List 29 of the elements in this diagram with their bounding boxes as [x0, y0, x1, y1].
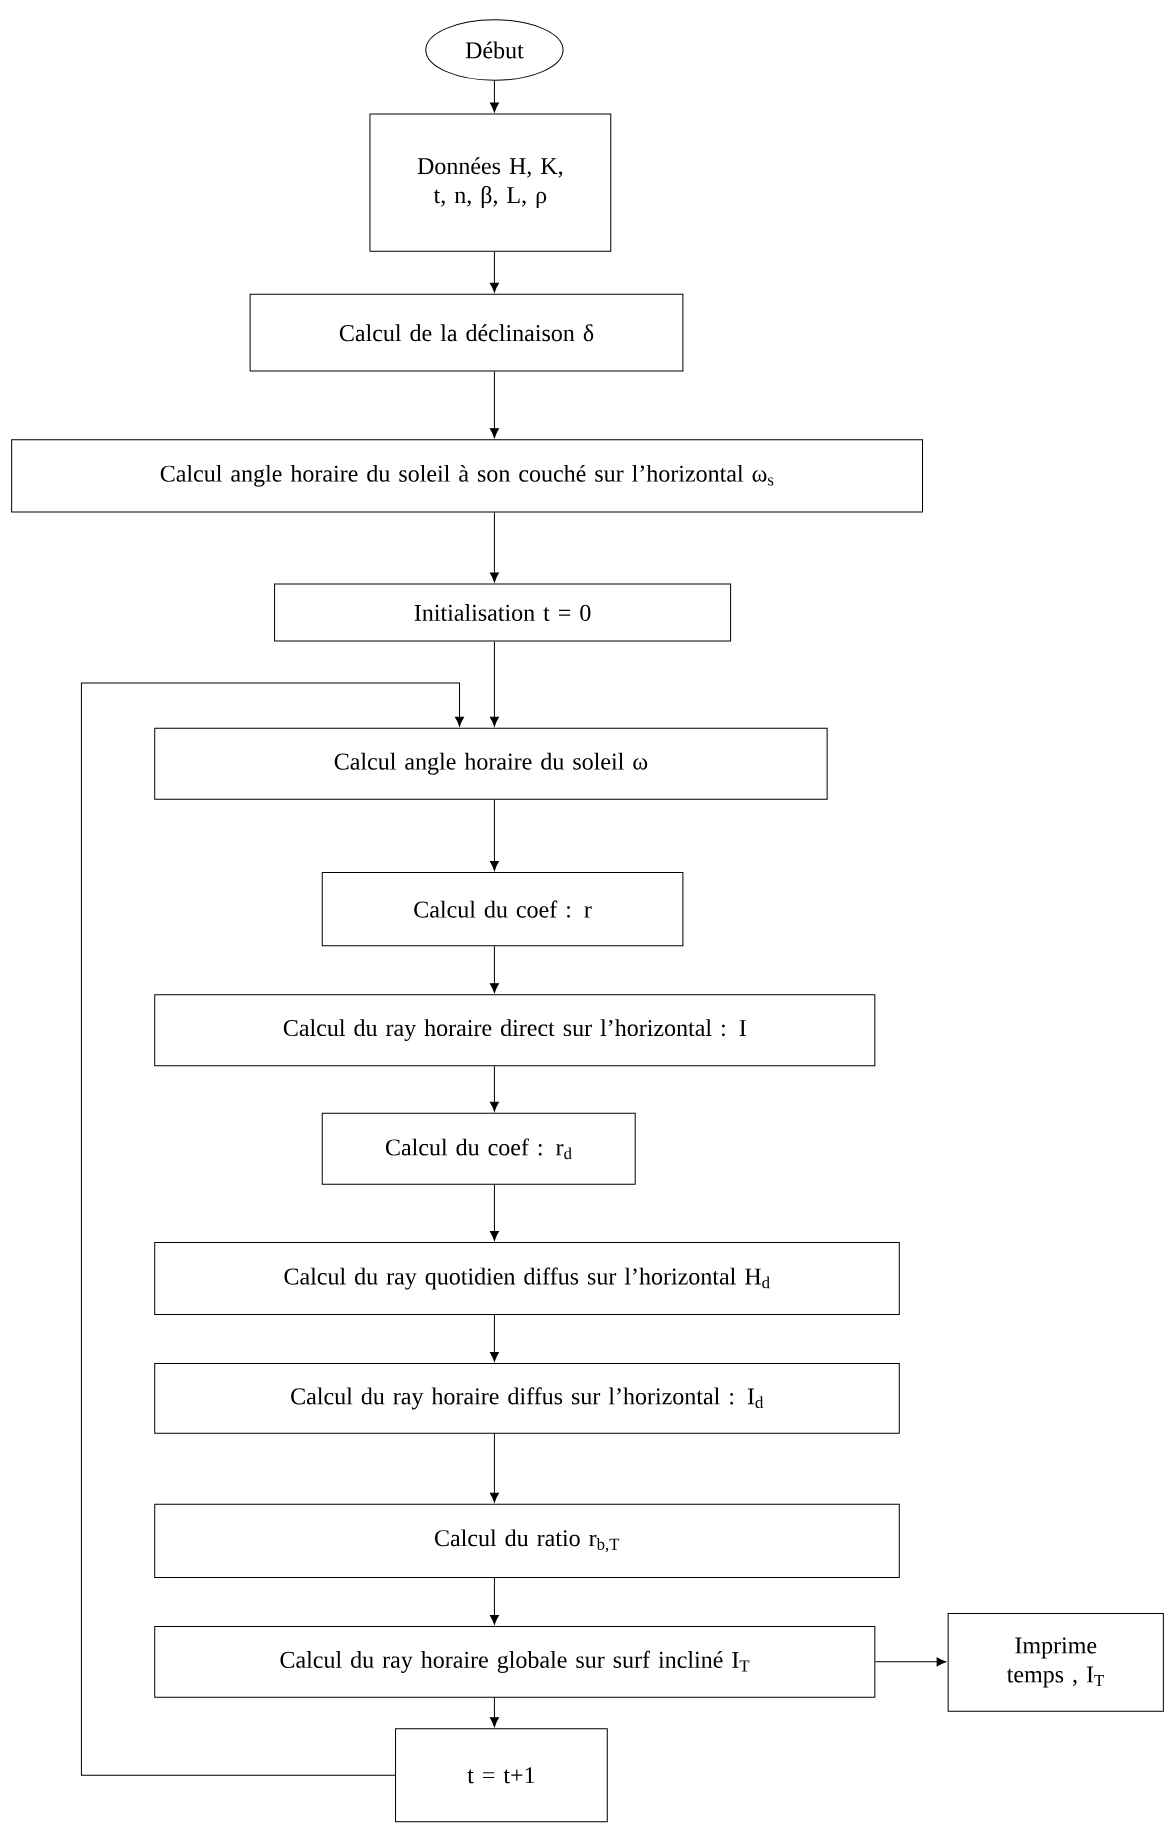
arrow: [489, 1314, 499, 1362]
process-box: Calcul de la déclinaison δ: [249, 293, 684, 372]
arrow: [489, 1184, 499, 1241]
arrow: [489, 945, 499, 993]
arrow: [489, 80, 499, 113]
process-box: Initialisation t = 0: [274, 583, 732, 642]
arrow: [489, 641, 499, 727]
arrow: [80, 682, 465, 1776]
arrow: [489, 371, 499, 439]
process-box: Calcul du ray quotidien diffus sur l’horizontal H$_{d}$: [154, 1241, 900, 1316]
arrow: [489, 1065, 499, 1112]
arrow: [489, 799, 499, 871]
process-box: Calcul du ray horaire direct sur l’horizontal : I: [154, 994, 876, 1067]
process-box: Imprime temps , I$_{T}$: [947, 1613, 1164, 1712]
process-box: Calcul du ratio r$_{b,T}$: [154, 1503, 900, 1578]
process-box: Calcul du coef : r$_{d}$: [321, 1112, 636, 1185]
process-box: Calcul du ray horaire globale sur surf incliné I$_{T}$: [154, 1625, 876, 1698]
process-box: Calcul angle horaire du soleil ω: [154, 727, 828, 800]
arrow: [489, 1433, 499, 1503]
process-box: t = t+1: [395, 1728, 608, 1823]
process-box: Calcul du coef : r: [321, 872, 684, 947]
arrow: [489, 1577, 499, 1625]
arrow: [489, 511, 499, 583]
process-box: Calcul angle horaire du soleil à son couché sur l’horizontal ω$_{s}$: [11, 439, 924, 513]
arrow: [874, 1657, 947, 1667]
process-box: Calcul du ray horaire diffus sur l’horizontal : I$_{d}$: [154, 1362, 900, 1434]
arrow: [489, 1697, 499, 1728]
process-box: Données H, K, t, n, β, L, ρ: [369, 113, 612, 252]
arrow: [489, 251, 499, 293]
